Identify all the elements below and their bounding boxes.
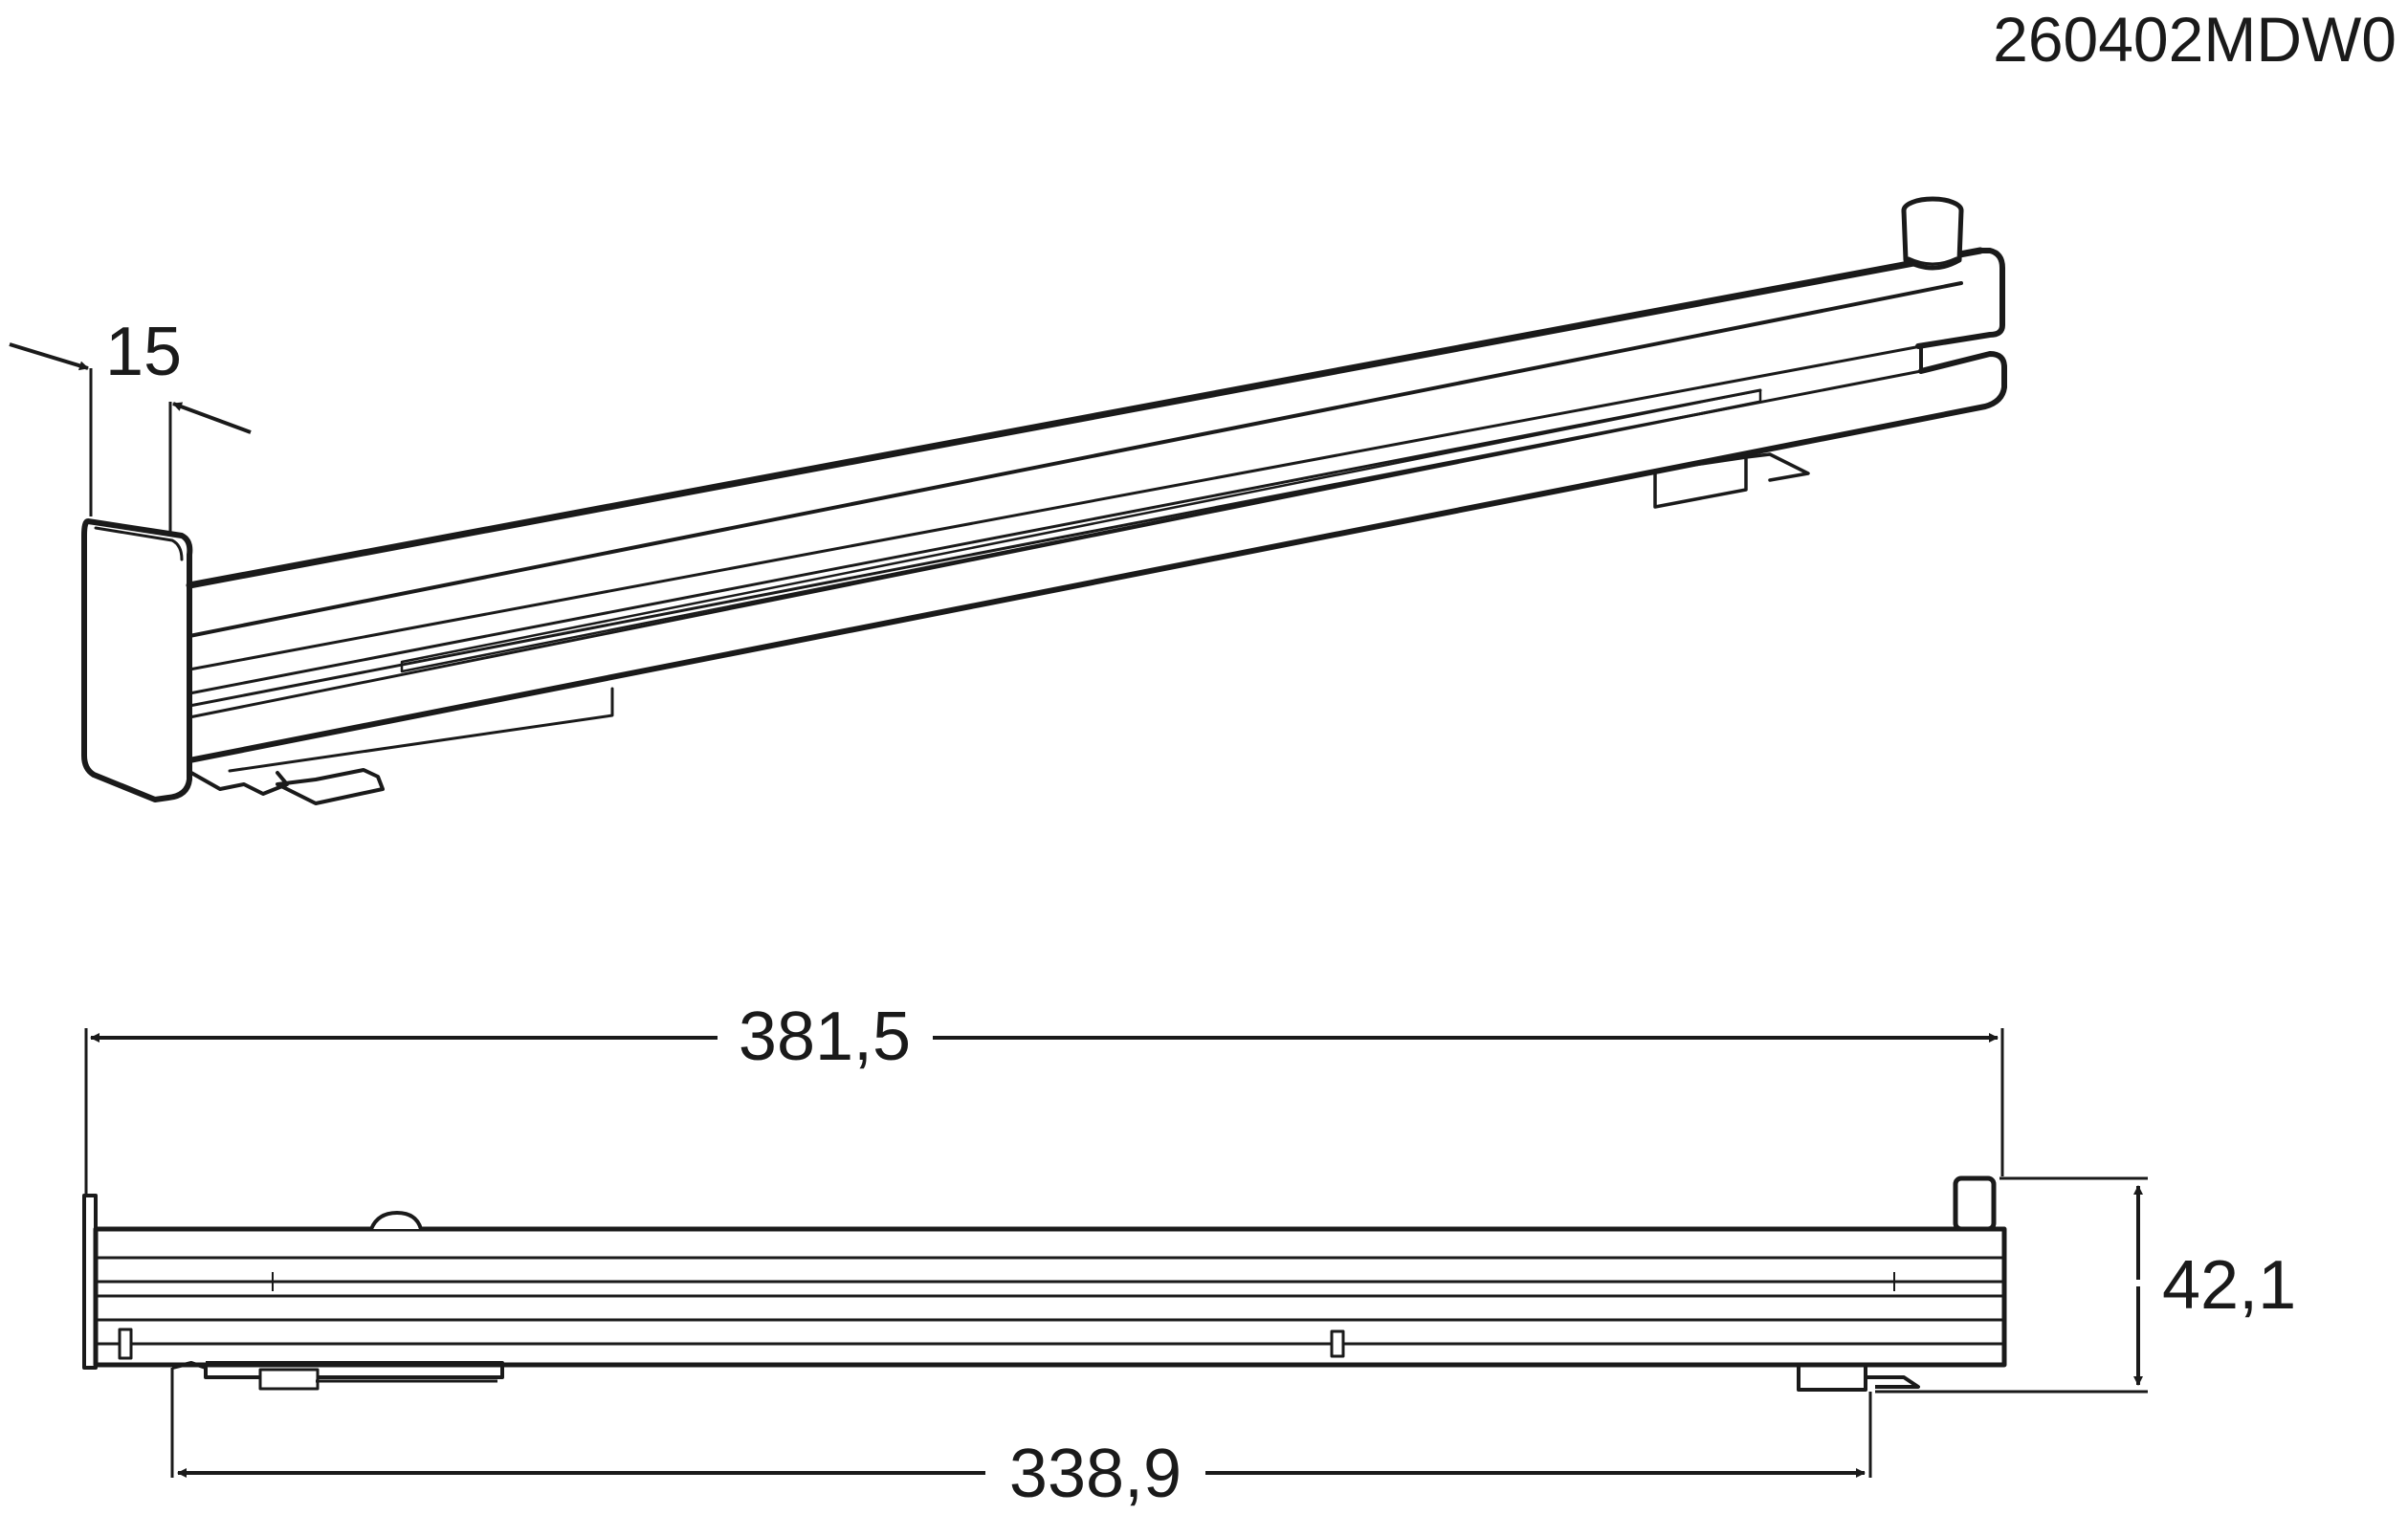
side-stop-pin [1953, 1175, 1997, 1232]
dim-end-cap-width [9, 342, 252, 536]
dim-label-overall-length: 381,5 [739, 999, 911, 1075]
dim-label-end-cap-width: 15 [105, 314, 182, 390]
isometric-view [81, 196, 2007, 805]
dim-height [1875, 1176, 2148, 1394]
dim-overall-length [84, 1028, 2004, 1196]
dim-label-rail-length: 338,9 [1009, 1436, 1182, 1512]
clip-left [189, 768, 385, 805]
end-cap [81, 518, 193, 802]
side-bottom-fitting-right [1797, 1365, 1920, 1392]
side-bottom-fitting-left [171, 1361, 504, 1379]
side-bump [369, 1211, 423, 1230]
rail-top-edge [186, 247, 1984, 589]
side-view [82, 1175, 2007, 1392]
drawing-code: 260402MDW0 [1993, 4, 2397, 75]
clip-right [1653, 452, 1810, 509]
dim-rail-length [170, 1368, 1872, 1478]
dim-label-height: 42,1 [2162, 1247, 2296, 1324]
